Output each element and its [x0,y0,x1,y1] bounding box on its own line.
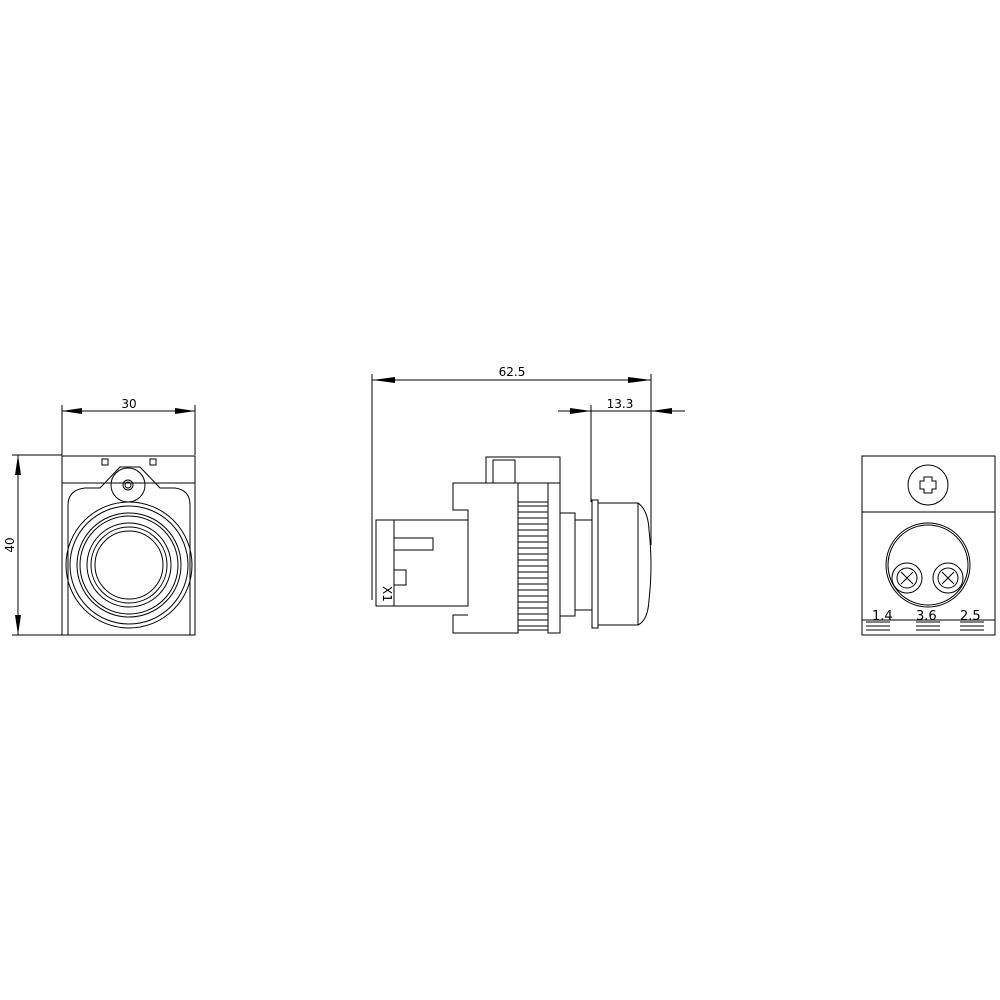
side-body: X1 [375,456,652,634]
front-view: 30 40 [3,397,196,636]
dimension-length-label: 62.5 [499,365,526,379]
side-view: 62.5 13.3 X1 [371,365,685,634]
dimension-button: 13.3 [558,397,685,502]
dimension-width-label: 30 [121,397,136,411]
terminal-screw-icon [932,562,964,594]
marking-x1: X1 [380,586,394,602]
dimension-height-label: 40 [3,537,17,552]
terminal-label: 3.6 [916,609,937,624]
rear-view: 1.4 3.6 2.5 [861,455,996,636]
dimension-length: 62.5 [371,365,652,600]
ribbing [518,505,548,627]
front-body [61,455,196,636]
terminal-label: 1.4 [872,609,893,624]
dimension-button-label: 13.3 [607,397,634,411]
screw-icon [907,464,949,506]
terminal-label: 2.5 [960,609,981,624]
dimension-width: 30 [61,397,196,455]
terminal-screw-icon [891,562,923,594]
dimension-height: 40 [3,454,62,636]
